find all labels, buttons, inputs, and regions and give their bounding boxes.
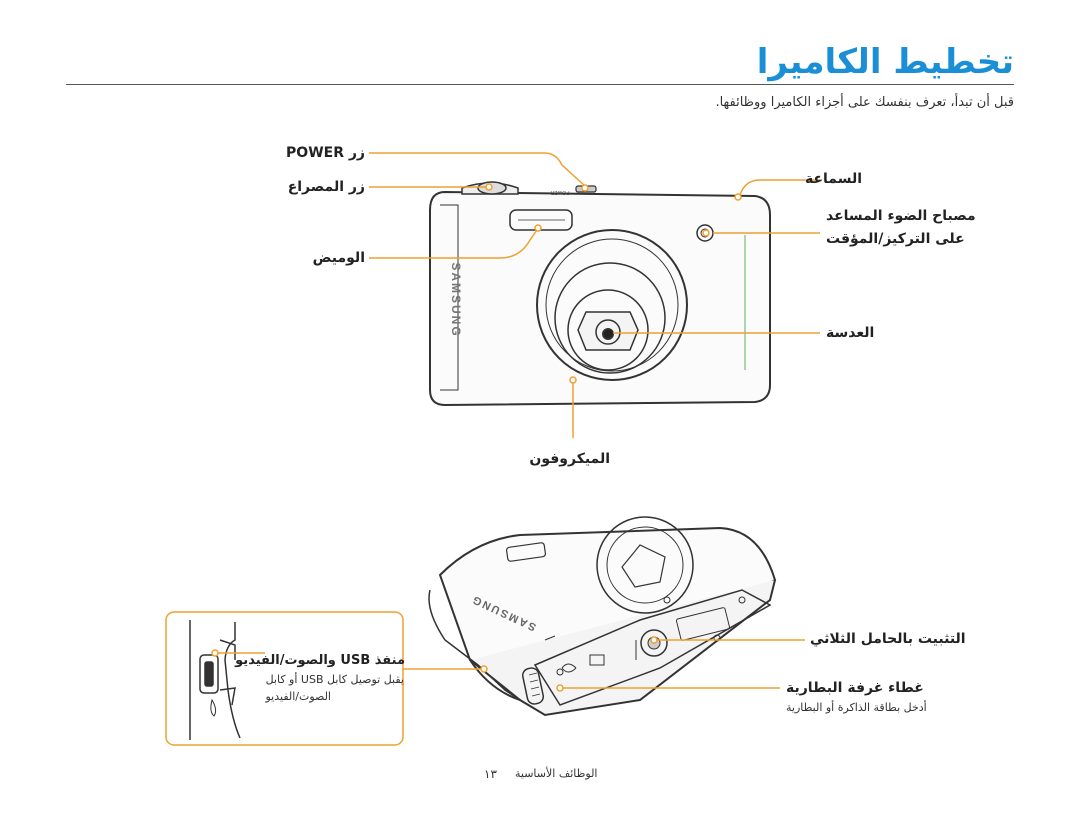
usb-detail-inset	[165, 611, 404, 746]
usb-port-label: منفذ USB والصوت/الفيديو	[235, 653, 405, 668]
battery-cover-desc: أدخل بطاقة الذاكرة أو البطارية	[786, 701, 927, 714]
usb-port-desc-line1: يقبل توصيل كابل USB أو كابل	[265, 673, 404, 686]
bottom-callout-lines	[403, 639, 805, 689]
front-brand-logo: SAMSUNG	[449, 262, 463, 337]
af-lamp-label-line2: على التركيز/المؤقت	[826, 231, 965, 247]
front-callout-lines	[369, 152, 820, 438]
af-lamp-label-line1: مصباح الضوء المساعد	[826, 208, 976, 224]
power-engraving: POWER	[550, 189, 569, 195]
page-number: ١٣	[484, 767, 497, 781]
front-camera-illustration	[429, 181, 771, 407]
lens-label: العدسة	[826, 325, 875, 341]
footer-section-title: الوظائف الأساسية	[515, 767, 598, 780]
bottom-callout-dots	[480, 636, 658, 692]
battery-cover-label: غطاء غرفة البطارية	[786, 680, 924, 696]
usb-port-illustration	[189, 620, 241, 740]
speaker-label: السماعة	[805, 171, 862, 187]
power-button-label: زر POWER	[286, 145, 365, 161]
microphone-label: الميكروفون	[529, 451, 610, 467]
flash-label: الوميض	[312, 250, 365, 266]
tripod-mount-label: التثبيت بالحامل الثلاثي	[810, 631, 966, 647]
usb-port-desc-line2: الصوت/الفيديو	[265, 690, 331, 703]
intro-text: قبل أن تبدأ، تعرف بنفسك على أجزاء الكامي…	[715, 95, 1014, 110]
lens-callout-dot	[607, 330, 613, 336]
shutter-button-label: زر المصراع	[287, 179, 365, 195]
usb-inset-dot	[211, 649, 219, 657]
front-callout-dots	[485, 183, 742, 384]
title-divider	[66, 84, 1014, 85]
bottom-camera-illustration	[428, 516, 777, 717]
page-title: تخطيط الكاميرا	[756, 42, 1014, 82]
